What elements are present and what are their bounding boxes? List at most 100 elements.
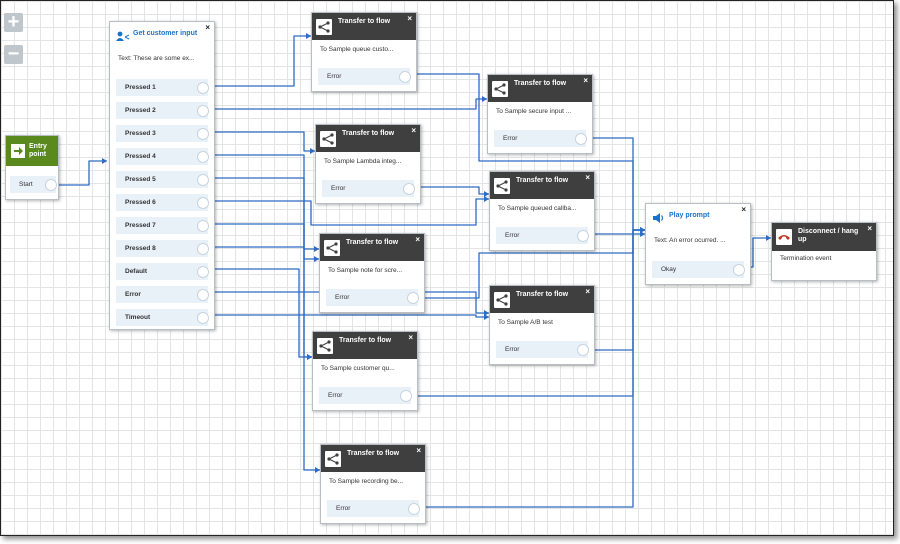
transfer-flow-icon — [317, 338, 333, 354]
transfer-title: Transfer to flow — [338, 18, 391, 25]
close-icon[interactable]: × — [583, 76, 588, 85]
error-port-connector[interactable] — [577, 344, 589, 356]
start-port[interactable]: Start — [10, 176, 57, 193]
disconnect-title: Disconnect / hang up — [798, 228, 859, 243]
error-port-connector[interactable] — [408, 503, 420, 515]
branch-connector[interactable] — [197, 105, 209, 117]
entry-point-block[interactable]: Entry point Start — [5, 135, 59, 200]
close-icon[interactable]: × — [411, 126, 416, 135]
branch-connector[interactable] — [197, 266, 209, 278]
branch-pressed-2[interactable]: Pressed 2 — [116, 102, 209, 119]
branch-pressed-3[interactable]: Pressed 3 — [116, 125, 209, 142]
branch-connector[interactable] — [197, 82, 209, 94]
branch-pressed-1[interactable]: Pressed 1 — [116, 79, 209, 96]
branch-timeout[interactable]: Timeout — [116, 309, 209, 326]
close-icon[interactable]: × — [741, 205, 746, 214]
close-icon[interactable]: × — [585, 173, 590, 182]
transfer-title: Transfer to flow — [346, 239, 399, 246]
error-port-connector[interactable] — [400, 390, 412, 402]
connector-wire[interactable] — [213, 35, 311, 87]
close-icon[interactable]: × — [867, 224, 872, 233]
error-port[interactable]: Error — [322, 180, 415, 197]
close-icon[interactable]: × — [415, 235, 420, 244]
close-icon[interactable]: × — [205, 23, 210, 32]
error-port[interactable]: Error — [494, 130, 587, 147]
branch-connector[interactable] — [197, 174, 209, 186]
close-icon[interactable]: × — [585, 287, 590, 296]
error-port-connector[interactable] — [407, 292, 419, 304]
connector-wire[interactable] — [213, 268, 312, 358]
close-icon[interactable]: × — [416, 446, 421, 455]
transfer-header: Transfer to flow × — [490, 286, 594, 313]
error-port[interactable]: Error — [496, 227, 589, 244]
zoom-in-button[interactable]: + — [4, 12, 23, 32]
branch-pressed-6[interactable]: Pressed 6 — [116, 194, 209, 211]
connector-wire[interactable] — [213, 246, 319, 250]
branch-connector[interactable] — [197, 312, 209, 324]
connector-wire[interactable] — [213, 98, 487, 110]
branch-pressed-8[interactable]: Pressed 8 — [116, 240, 209, 257]
error-port[interactable]: Error — [496, 341, 589, 358]
branch-connector[interactable] — [197, 289, 209, 301]
connector-wire[interactable] — [213, 314, 489, 318]
connector-wire[interactable] — [213, 131, 315, 152]
get-customer-input-header: Get customer input × — [110, 22, 214, 50]
branch-connector[interactable] — [197, 128, 209, 140]
branch-pressed-4[interactable]: Pressed 4 — [116, 148, 209, 165]
error-port[interactable]: Error — [319, 387, 412, 404]
branch-connector[interactable] — [197, 243, 209, 255]
connector-wire[interactable] — [57, 160, 107, 186]
connector-wire[interactable] — [213, 198, 489, 226]
branch-connector[interactable] — [197, 197, 209, 209]
error-port[interactable]: Error — [326, 289, 419, 306]
transfer-to-flow-block[interactable]: Transfer to flow×To Sample Lambda integ.… — [315, 124, 421, 204]
connector-arrowhead — [102, 158, 107, 164]
transfer-to-flow-block[interactable]: Transfer to flow×To Sample secure input … — [487, 74, 593, 154]
transfer-title: Transfer to flow — [516, 291, 569, 298]
okay-port[interactable]: Okay — [652, 261, 745, 278]
zoom-out-button[interactable]: − — [4, 44, 23, 64]
transfer-title: Transfer to flow — [342, 130, 395, 137]
flow-canvas[interactable]: + − Entry point Start Get customer input… — [0, 0, 894, 536]
entry-point-header: Entry point — [6, 136, 58, 166]
transfer-to-flow-block[interactable]: Transfer to flow × To Sample queued callba… — [489, 171, 595, 251]
connector-wire[interactable] — [213, 154, 319, 260]
connector-arrowhead — [484, 314, 489, 320]
transfer-to-flow-block[interactable]: Transfer to flow×To Sample note for scre… — [319, 233, 425, 313]
connector-arrowhead — [484, 310, 489, 316]
branch-default[interactable]: Default — [116, 263, 209, 280]
okay-port-connector[interactable] — [733, 264, 745, 276]
get-customer-input-block[interactable]: Get customer input × Text: These are som… — [109, 21, 215, 330]
transfer-to-flow-block[interactable]: Transfer to flow×To Sample queue custo..… — [311, 12, 417, 92]
transfer-to-flow-block[interactable]: Transfer to flow×To Sample recording be.… — [320, 444, 426, 524]
transfer-target-text: To Sample queued callba... — [498, 205, 577, 212]
branch-error[interactable]: Error — [116, 286, 209, 303]
error-port[interactable]: Error — [318, 68, 411, 85]
play-prompt-block[interactable]: Play prompt × Text: An error ocurred. ..… — [645, 203, 751, 285]
error-port-connector[interactable] — [403, 183, 415, 195]
branch-pressed-7[interactable]: Pressed 7 — [116, 217, 209, 234]
error-port[interactable]: Error — [327, 500, 420, 517]
close-icon[interactable]: × — [407, 14, 412, 23]
connector-wire[interactable] — [411, 186, 489, 195]
connector-wire[interactable] — [213, 177, 312, 358]
error-port-connector[interactable] — [575, 133, 587, 145]
disconnect-block[interactable]: Disconnect / hang up × Termination event — [771, 222, 877, 281]
branch-connector[interactable] — [197, 220, 209, 232]
transfer-header: Transfer to flow × — [316, 125, 420, 152]
branch-pressed-5[interactable]: Pressed 5 — [116, 171, 209, 188]
transfer-title: Transfer to flow — [514, 80, 567, 87]
connector-wire[interactable] — [415, 229, 645, 508]
connector-arrowhead — [766, 235, 771, 241]
branch-connector[interactable] — [197, 151, 209, 163]
branch-label: Pressed 4 — [125, 153, 156, 160]
error-port-connector[interactable] — [577, 230, 589, 242]
start-port-connector[interactable] — [45, 179, 57, 191]
close-icon[interactable]: × — [408, 333, 413, 342]
transfer-title: Transfer to flow — [516, 177, 569, 184]
connector-wire[interactable] — [213, 223, 320, 471]
transfer-to-flow-block[interactable]: Transfer to flow×To Sample customer qu..… — [312, 331, 418, 411]
transfer-header: Transfer to flow × — [490, 172, 594, 199]
error-port-connector[interactable] — [399, 71, 411, 83]
